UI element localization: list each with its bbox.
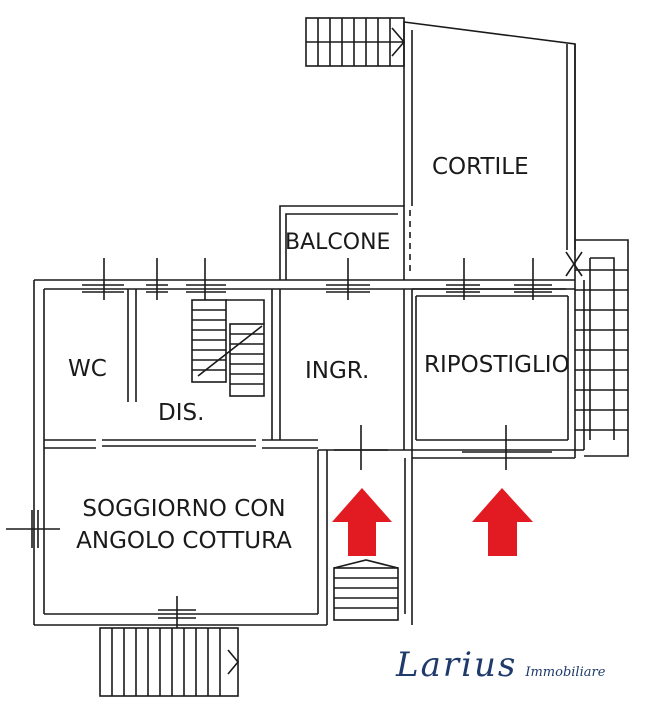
larius-logo: Larius Immobiliare: [396, 645, 605, 685]
interior-walls: [44, 288, 575, 451]
entrance-arrows: [332, 488, 533, 556]
logo-tagline: Immobiliare: [525, 665, 606, 680]
room-label-wc: WC: [68, 356, 107, 382]
balcony-outline: [279, 205, 411, 280]
room-label-balcone: BALCONE: [285, 230, 391, 255]
courtyard-outline: [403, 21, 576, 280]
room-label-dis: DIS.: [158, 400, 205, 426]
corridor-stair: [333, 559, 399, 621]
entrance-arrow-right: [472, 488, 533, 556]
room-label-ripostiglio: RIPOSTIGLIO: [424, 352, 570, 378]
room-label-soggiorno-line1: SOGGIORNO CON: [82, 496, 286, 522]
entrance-arrow-left: [332, 488, 392, 556]
outer-walls: [33, 279, 585, 626]
bottom-entrance-stair: [99, 627, 240, 697]
room-label-soggiorno-line2: ANGOLO COTTURA: [76, 528, 292, 555]
room-label-cortile: CORTILE: [432, 154, 529, 180]
right-stair: [565, 239, 629, 457]
room-label-soggiorno: SOGGIORNO CON ANGOLO COTTURA: [60, 496, 308, 555]
room-label-ingr: INGR.: [305, 358, 370, 384]
windows: [6, 258, 552, 628]
top-stair: [305, 17, 406, 67]
internal-staircase: [191, 299, 265, 397]
logo-name: Larius: [396, 645, 518, 685]
